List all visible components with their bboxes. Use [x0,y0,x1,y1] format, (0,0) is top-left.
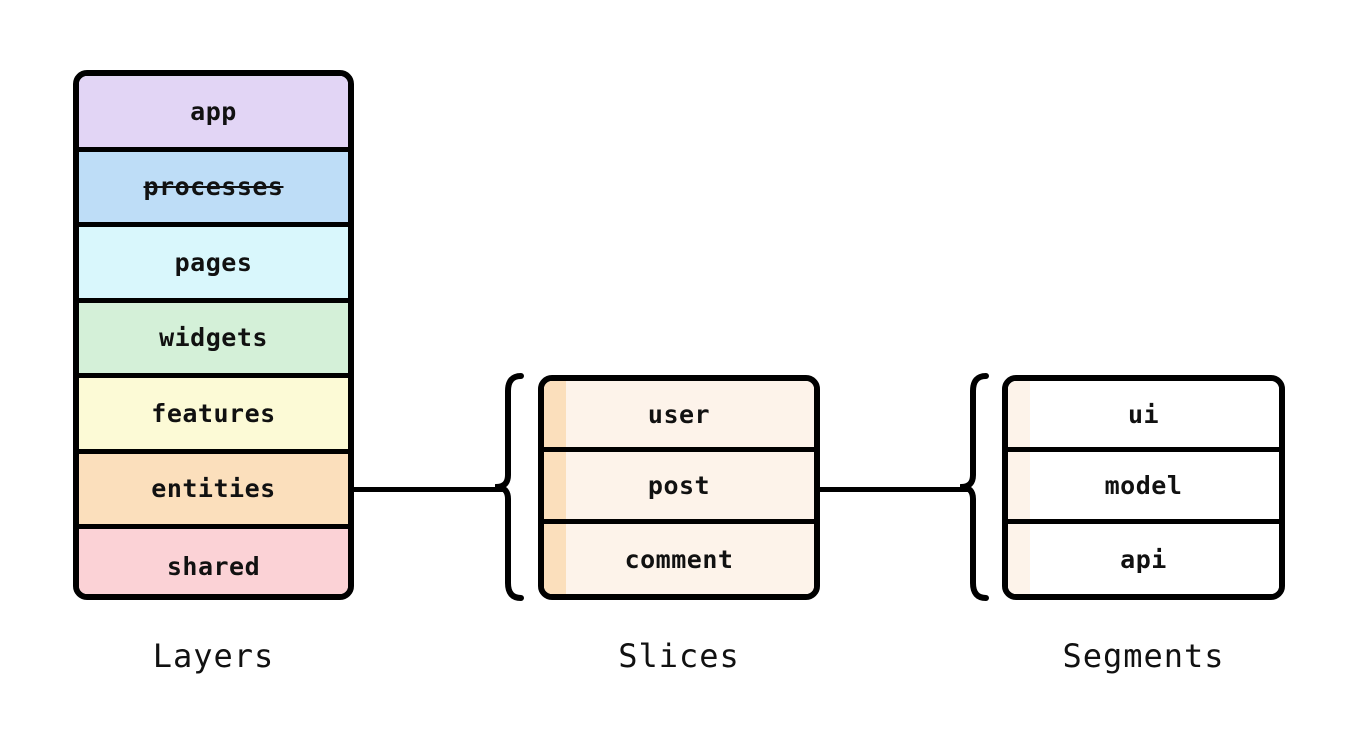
curly-bracket-slices-icon [495,373,524,601]
caption-segments: Segments [1062,637,1225,675]
layer-label-app: app [190,96,237,126]
slice-label-user: user [647,399,711,429]
caption-slices: Slices [618,637,740,675]
slice-row-user[interactable]: user [544,381,814,453]
layer-row-processes[interactable]: processes [79,151,348,227]
layer-label-features: features [151,398,276,428]
layers-stack: app processes pages widgets features ent… [73,70,354,600]
layer-label-pages: pages [174,247,253,277]
segment-row-ui[interactable]: ui [1008,381,1279,453]
segment-label-api: api [1120,544,1167,574]
layer-label-processes: processes [143,172,284,202]
layer-row-features[interactable]: features [79,378,348,454]
layer-row-widgets[interactable]: widgets [79,302,348,378]
segment-label-model: model [1104,470,1183,500]
segments-stack: ui model api [1002,375,1285,600]
connector-post-to-segments [819,487,968,492]
layer-label-widgets: widgets [159,323,268,353]
slices-stack: user post comment [538,375,820,600]
slice-label-post: post [647,470,711,500]
slice-label-comment: comment [624,544,734,574]
segment-row-model[interactable]: model [1008,452,1279,524]
layer-row-pages[interactable]: pages [79,227,348,303]
slice-row-comment[interactable]: comment [544,523,814,594]
segment-label-ui: ui [1127,399,1160,429]
connector-entities-to-slices [353,487,503,492]
layer-label-shared: shared [166,552,261,582]
layer-label-entities: entities [151,474,276,504]
segment-row-api[interactable]: api [1008,523,1279,594]
slice-accent-stripe [544,523,566,594]
slice-accent-stripe [544,452,566,519]
segment-accent-stripe [1008,523,1030,594]
layer-row-entities[interactable]: entities [79,453,348,529]
slice-accent-stripe [544,381,566,448]
segment-accent-stripe [1008,452,1030,519]
slice-row-post[interactable]: post [544,452,814,524]
layer-row-app[interactable]: app [79,76,348,152]
caption-layers: Layers [152,637,275,675]
curly-bracket-segments-icon [960,373,989,601]
segment-accent-stripe [1008,381,1030,448]
layer-row-shared[interactable]: shared [79,529,348,594]
